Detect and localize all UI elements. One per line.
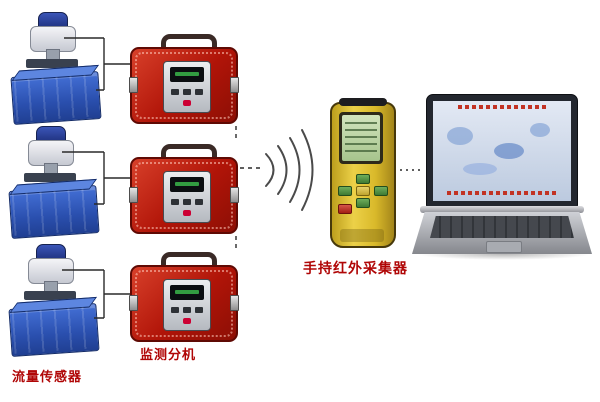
key-power (338, 204, 352, 214)
tank-icon (8, 178, 100, 240)
screen-title-text (457, 105, 547, 109)
panel-screen (170, 285, 204, 300)
flowmeter-icon (24, 12, 80, 70)
lcd-text-line (345, 150, 377, 152)
wireless-arc-2 (277, 145, 288, 195)
screen-graphic (446, 127, 473, 145)
panel-screen (170, 67, 204, 82)
panel-led (183, 318, 191, 324)
monitor-box-3 (129, 252, 239, 342)
panel-screen-glow (175, 290, 199, 294)
box-handle (161, 144, 217, 167)
key-left (338, 186, 352, 196)
panel-key (195, 307, 203, 313)
tank-icon (8, 296, 100, 358)
panel-key (183, 307, 191, 313)
flowmeter-icon (22, 244, 78, 302)
box-clasp (230, 295, 239, 311)
handheld-screen-frame (339, 112, 383, 164)
key-up (356, 174, 370, 184)
flowmeter-base (24, 291, 76, 300)
panel-screen (170, 177, 204, 192)
panel-key (183, 199, 191, 205)
screen-graphic (493, 143, 524, 159)
flow-sensor-unit-3 (8, 244, 106, 358)
box-body (129, 157, 239, 234)
tank-stripes (13, 74, 99, 122)
box-handle (161, 34, 217, 57)
box-panel (163, 279, 211, 331)
key-down (356, 198, 370, 208)
lcd-text-line (345, 129, 377, 131)
tank-icon (10, 64, 102, 126)
wireless-signal-icon (265, 129, 314, 211)
handheld-device (330, 98, 396, 248)
flow-sensor-unit-1 (10, 12, 108, 126)
handheld-label-plate (340, 229, 384, 242)
box-clasp (129, 187, 138, 203)
box-body (129, 265, 239, 342)
lcd-text-line (345, 136, 377, 138)
panel-key (183, 89, 191, 95)
lcd-text-line (345, 143, 377, 145)
panel-key (171, 89, 179, 95)
handheld-screen (342, 115, 380, 161)
handheld-ir-port (339, 98, 387, 106)
screen-graphic (529, 123, 550, 137)
screen-graphic (463, 163, 498, 175)
box-handle (161, 252, 217, 275)
box-clasp (129, 295, 138, 311)
monitor-box-2 (129, 144, 239, 234)
panel-led (183, 100, 191, 106)
flow-sensor-label: 流量传感器 (12, 369, 83, 384)
laptop-hinge (420, 206, 584, 213)
panel-key (171, 199, 179, 205)
flowmeter-base (26, 59, 78, 68)
laptop-screen (426, 94, 578, 208)
handheld-keypad (338, 174, 388, 216)
box-body (129, 47, 239, 124)
tank-stripes (11, 306, 97, 354)
monitor-unit-label: 监测分机 (140, 347, 197, 362)
key-enter (356, 186, 370, 196)
laptop-touchpad (486, 241, 522, 253)
screen-footer-text (446, 191, 558, 195)
box-panel (163, 171, 211, 223)
panel-key (195, 199, 203, 205)
wireless-arc-3 (289, 137, 301, 203)
box-panel (163, 61, 211, 113)
monitor-box-1 (129, 34, 239, 124)
box-clasp (129, 77, 138, 93)
panel-key (171, 307, 179, 313)
key-right (374, 186, 388, 196)
laptop (412, 94, 592, 262)
box-clasp (230, 77, 239, 93)
box-clasp (230, 187, 239, 203)
flowmeter-base (24, 173, 76, 182)
panel-screen-glow (175, 182, 199, 186)
tank-stripes (11, 188, 97, 236)
lcd-text-line (345, 122, 377, 124)
laptop-display (433, 101, 571, 201)
panel-led (183, 210, 191, 216)
panel-screen-glow (175, 72, 199, 76)
wireless-arc-4 (301, 129, 314, 211)
flow-sensor-unit-2 (8, 126, 106, 240)
flowmeter-icon (22, 126, 78, 184)
wireless-arc-1 (265, 153, 275, 187)
laptop-keyboard (430, 216, 574, 238)
handheld-label: 手持红外采集器 (303, 260, 408, 276)
panel-key (195, 89, 203, 95)
